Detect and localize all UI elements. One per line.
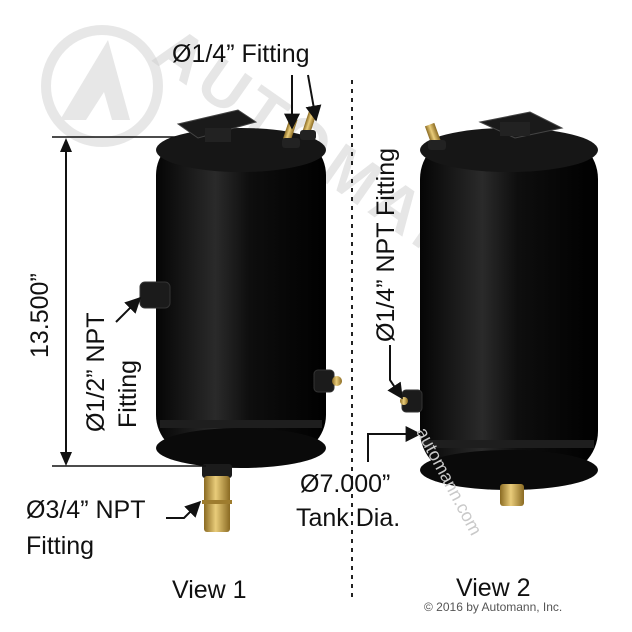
three-quarter-npt-label-line2: Fitting <box>26 532 95 560</box>
three-quarter-npt-label-line1: Ø3/4” NPT <box>26 496 146 524</box>
view-1-label: View 1 <box>172 576 247 604</box>
view-2-label: View 2 <box>456 574 531 602</box>
copyright-text: © 2016 by Automann, Inc. <box>424 600 563 614</box>
height-dimension-line <box>52 136 206 467</box>
tank-dia-label-line2: Tank Dia. <box>296 504 401 532</box>
watermark-logo <box>41 25 163 147</box>
tank-dia-label-line1: Ø7.000” <box>300 470 391 498</box>
half-npt-label-line2: Fitting <box>114 359 142 428</box>
tank-view-2 <box>400 111 598 506</box>
quarter-npt-label: Ø1/4” NPT Fitting <box>372 147 400 342</box>
half-npt-label-line1: Ø1/2” NPT <box>82 312 110 432</box>
height-dimension-label: 13.500” <box>26 273 54 358</box>
tank-view-1 <box>139 109 342 532</box>
leader-lines <box>115 74 422 519</box>
top-fitting-label: Ø1/4” Fitting <box>172 40 310 68</box>
